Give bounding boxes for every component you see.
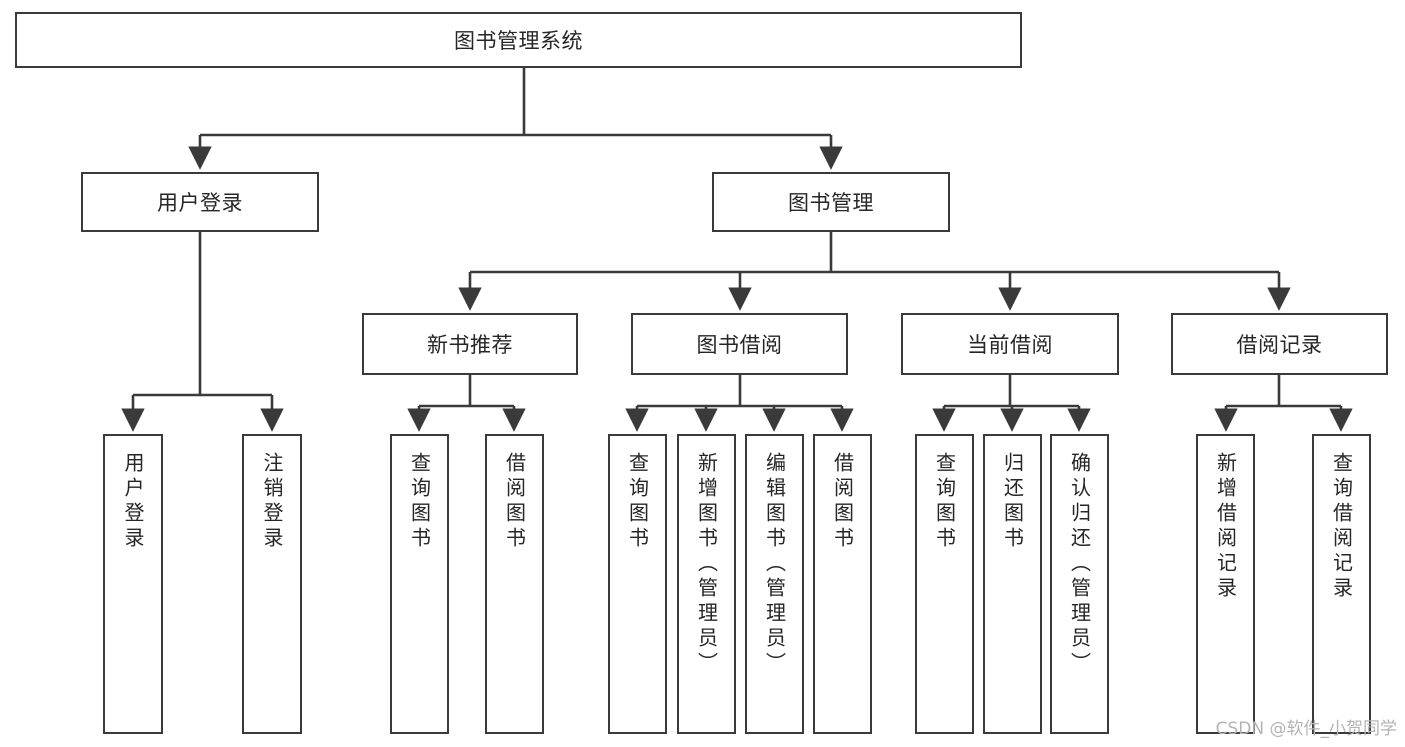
node-leaf-confirm-return[interactable]: 确认归还（管理员） xyxy=(1050,434,1109,734)
node-leaf-add-record-label: 新增借阅记录 xyxy=(1213,452,1238,602)
node-current-borrow[interactable]: 当前借阅 xyxy=(901,313,1119,375)
node-user-login[interactable]: 用户登录 xyxy=(81,172,319,232)
node-leaf-query-book-3-label: 查询图书 xyxy=(932,452,957,552)
watermark: CSDN @软件_小贺同学 xyxy=(1215,719,1397,739)
node-book-borrow-label: 图书借阅 xyxy=(696,333,783,357)
node-book-manage[interactable]: 图书管理 xyxy=(712,172,950,232)
node-leaf-edit-book-label: 编辑图书（管理员） xyxy=(762,452,787,677)
node-leaf-confirm-return-label: 确认归还（管理员） xyxy=(1067,452,1092,677)
node-leaf-borrow-book-2[interactable]: 借阅图书 xyxy=(813,434,872,734)
node-leaf-return-book-label: 归还图书 xyxy=(1000,452,1025,552)
node-leaf-logout[interactable]: 注销登录 xyxy=(242,434,302,734)
node-leaf-borrow-book-2-label: 借阅图书 xyxy=(830,452,855,552)
node-leaf-query-book-3[interactable]: 查询图书 xyxy=(915,434,974,734)
node-leaf-user-login-label: 用户登录 xyxy=(121,452,145,552)
node-leaf-add-book[interactable]: 新增图书（管理员） xyxy=(677,434,736,734)
node-leaf-add-book-label: 新增图书（管理员） xyxy=(694,452,719,677)
node-leaf-query-book-2[interactable]: 查询图书 xyxy=(608,434,667,734)
node-borrow-record[interactable]: 借阅记录 xyxy=(1171,313,1388,375)
node-leaf-user-login[interactable]: 用户登录 xyxy=(103,434,163,734)
node-user-login-label: 用户登录 xyxy=(157,191,243,215)
node-leaf-query-record[interactable]: 查询借阅记录 xyxy=(1312,434,1371,734)
node-new-book-rec-label: 新书推荐 xyxy=(427,333,513,357)
node-new-book-rec[interactable]: 新书推荐 xyxy=(362,313,578,375)
node-leaf-edit-book[interactable]: 编辑图书（管理员） xyxy=(745,434,804,734)
node-leaf-borrow-book-1-label: 借阅图书 xyxy=(502,452,527,552)
node-root[interactable]: 图书管理系统 xyxy=(15,12,1022,68)
node-book-borrow[interactable]: 图书借阅 xyxy=(631,313,848,375)
node-borrow-record-label: 借阅记录 xyxy=(1236,333,1323,357)
node-leaf-logout-label: 注销登录 xyxy=(260,452,284,552)
node-leaf-add-record[interactable]: 新增借阅记录 xyxy=(1196,434,1255,734)
node-leaf-return-book[interactable]: 归还图书 xyxy=(983,434,1042,734)
node-current-borrow-label: 当前借阅 xyxy=(967,333,1053,357)
node-root-label: 图书管理系统 xyxy=(454,29,583,53)
node-leaf-borrow-book-1[interactable]: 借阅图书 xyxy=(485,434,544,734)
node-leaf-query-book-1-label: 查询图书 xyxy=(407,452,432,552)
node-leaf-query-book-2-label: 查询图书 xyxy=(625,452,650,552)
node-leaf-query-record-label: 查询借阅记录 xyxy=(1329,452,1354,602)
node-leaf-query-book-1[interactable]: 查询图书 xyxy=(390,434,449,734)
node-book-manage-label: 图书管理 xyxy=(788,191,874,215)
